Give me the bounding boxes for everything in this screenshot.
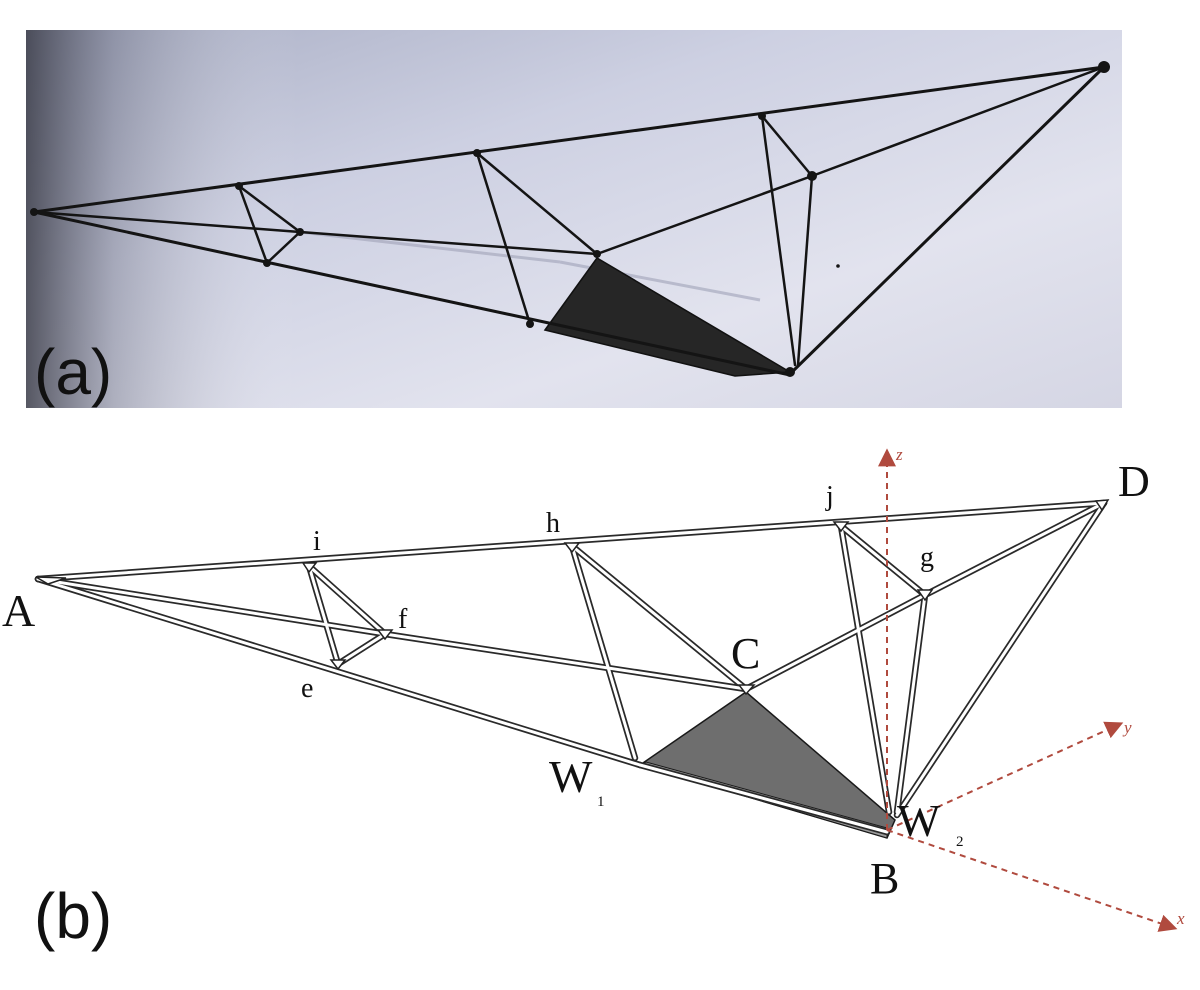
- photo-vignette: [26, 30, 1122, 408]
- label-W1: W 1: [549, 751, 605, 810]
- svg-text:1: 1: [597, 794, 605, 810]
- label-A: A: [2, 585, 35, 636]
- label-g: g: [920, 542, 934, 573]
- axis-label-y: y: [1122, 718, 1132, 737]
- label-B: B: [870, 854, 899, 903]
- svg-text:2: 2: [956, 834, 964, 850]
- panel-a-photo: (a): [26, 30, 1122, 408]
- panel-b-diagram: z y x A B C D e f g h i j W 1 W 2 (b): [2, 445, 1185, 952]
- label-f: f: [398, 604, 408, 635]
- label-C: C: [731, 629, 760, 678]
- diagram-wing: [638, 691, 896, 839]
- label-W2: W 2: [897, 795, 964, 850]
- label-j: j: [825, 481, 834, 512]
- svg-text:W: W: [897, 795, 941, 846]
- label-h: h: [546, 508, 560, 539]
- y-axis: [886, 721, 1124, 831]
- panel-b-label: (b): [34, 880, 112, 952]
- axis-label-z: z: [895, 445, 903, 464]
- diagram-rods: [34, 499, 1108, 836]
- photo-joints: [30, 61, 1110, 377]
- axis-label-x: x: [1176, 909, 1185, 928]
- photo-rods: [32, 65, 1106, 377]
- coordinate-axes: [878, 448, 1178, 932]
- label-e: e: [301, 673, 313, 704]
- diagram-joints: [35, 499, 1110, 696]
- label-D: D: [1118, 457, 1150, 506]
- label-i: i: [313, 526, 321, 557]
- svg-text:W: W: [549, 751, 593, 802]
- panel-a-label: (a): [34, 336, 112, 408]
